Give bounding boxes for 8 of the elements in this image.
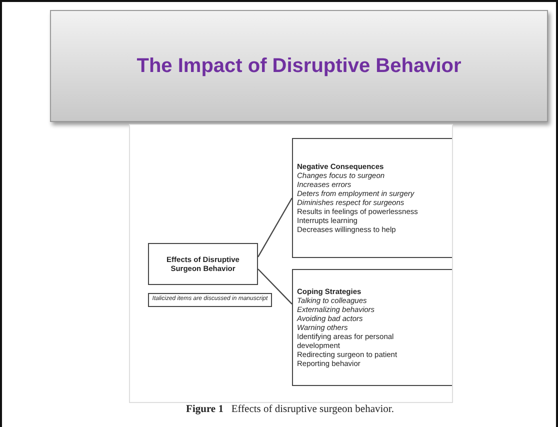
connector-line bbox=[258, 268, 292, 305]
note-box bbox=[148, 293, 272, 307]
connector-line bbox=[257, 198, 293, 258]
list-box bbox=[292, 269, 452, 386]
slide-title: The Impact of Disruptive Behavior bbox=[136, 54, 462, 78]
list-box bbox=[292, 138, 452, 258]
process-box bbox=[148, 243, 258, 285]
figure-caption: Figure 1 Effects of disruptive surgeon behavior. bbox=[185, 404, 395, 415]
